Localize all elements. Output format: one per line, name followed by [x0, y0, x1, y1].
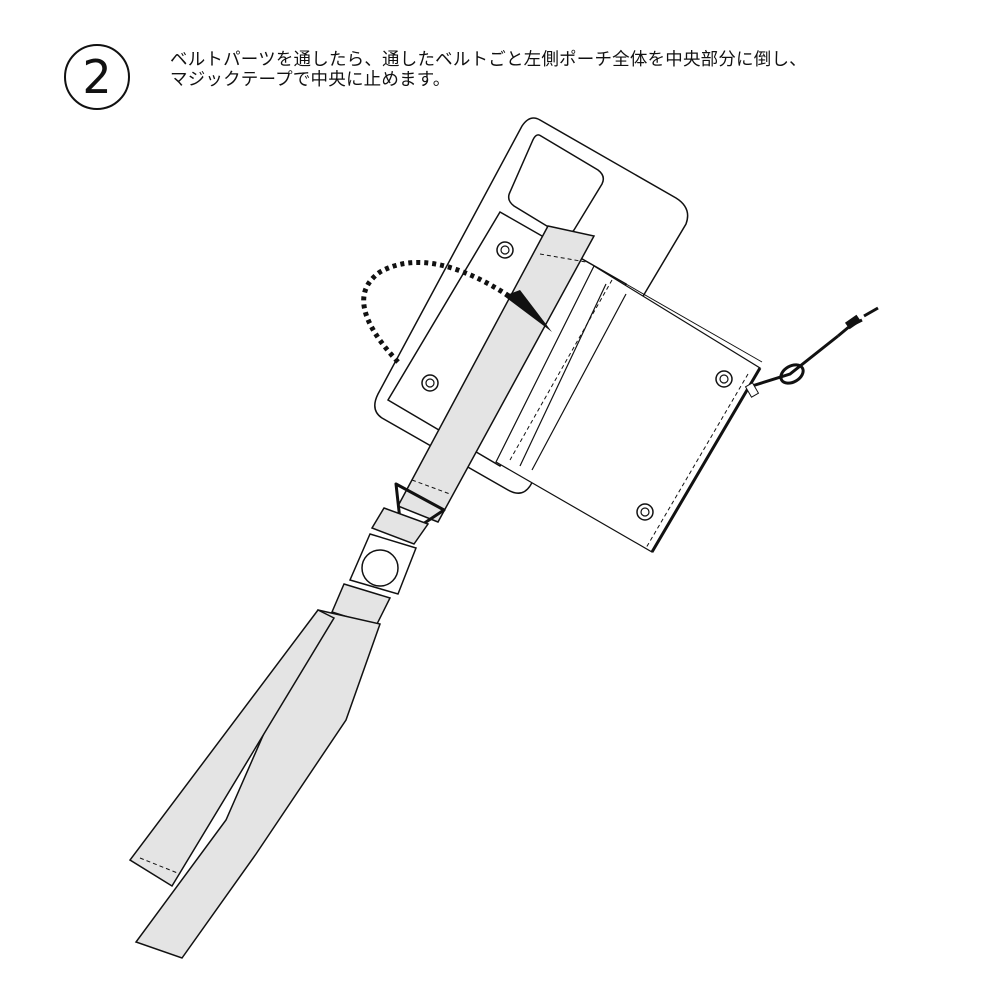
belt-strap-lower — [128, 609, 381, 959]
step-header: 2 ベルトパーツを通したら、通したベルトごと左側ポーチ全体を中央部分に倒し、 マ… — [62, 42, 982, 112]
belt-strap — [396, 225, 596, 523]
step-number-text: 2 — [82, 50, 111, 104]
snap-button-icon — [496, 241, 514, 259]
curved-dotted-arrow-icon — [361, 260, 552, 364]
snap-button-icon — [421, 374, 439, 392]
zipper-pull-cord-icon — [744, 306, 879, 398]
circled-number-icon: 2 — [64, 44, 130, 110]
snap-button-icon — [636, 503, 654, 521]
step-number-badge: 2 — [62, 42, 132, 112]
side-release-buckle-icon — [330, 507, 430, 627]
instruction-line-2: マジックテープで中央に止めます。 — [170, 70, 451, 90]
side-pouch — [495, 265, 763, 553]
instruction-text: ベルトパーツを通したら、通したベルトごと左側ポーチ全体を中央部分に倒し、 マジッ… — [170, 50, 980, 90]
snap-button-icon — [715, 370, 733, 388]
instruction-line-1: ベルトパーツを通したら、通したベルトごと左側ポーチ全体を中央部分に倒し、 — [170, 50, 807, 70]
